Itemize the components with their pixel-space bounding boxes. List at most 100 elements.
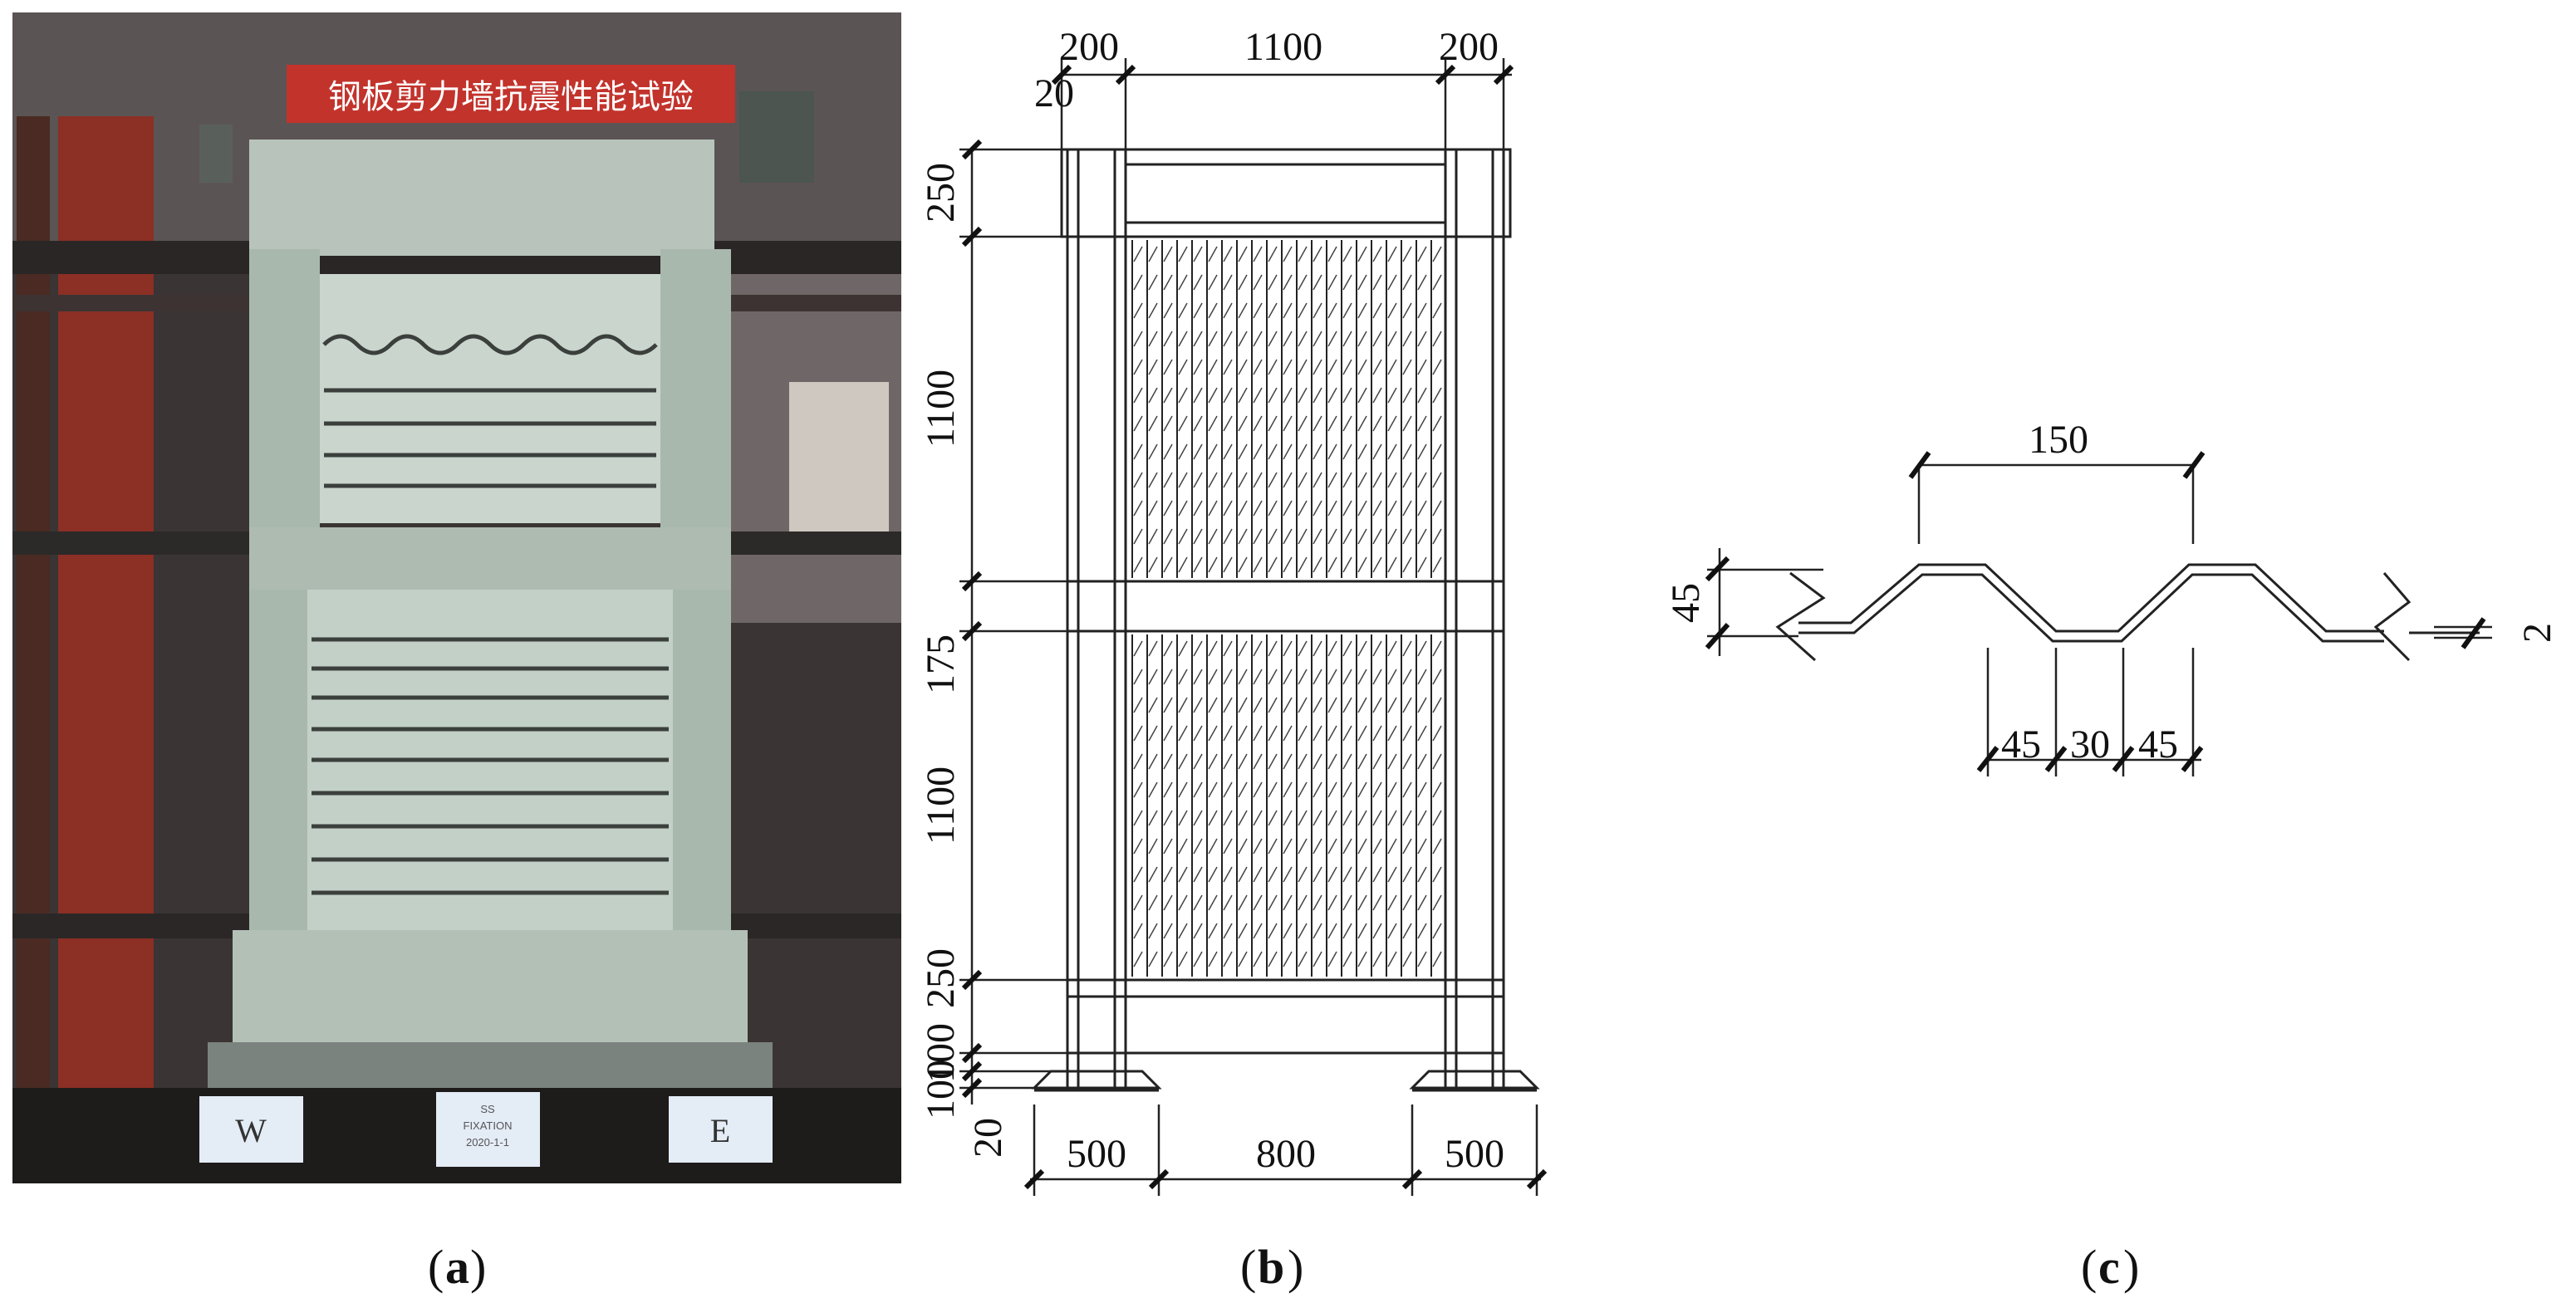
corrugation-hatch bbox=[1387, 331, 1397, 347]
corrugation-hatch bbox=[1238, 753, 1248, 770]
corrugation-hatch bbox=[1283, 387, 1293, 404]
corrugation-hatch bbox=[1148, 274, 1158, 291]
corrugation-hatch bbox=[1342, 443, 1352, 460]
corrugation-hatch bbox=[1163, 923, 1173, 939]
corrugation-hatch bbox=[1133, 838, 1143, 855]
corrugation-hatch bbox=[1402, 528, 1412, 545]
corrugation-hatch bbox=[1313, 669, 1322, 685]
corrugation-hatch bbox=[1372, 810, 1382, 826]
corrugation-hatch bbox=[1402, 866, 1412, 883]
corrugation-hatch bbox=[1372, 923, 1382, 939]
corrugation-hatch bbox=[1223, 894, 1233, 911]
corrugation-hatch bbox=[1253, 781, 1263, 798]
corrugation-hatch bbox=[1238, 725, 1248, 742]
corrugation-hatch bbox=[1148, 866, 1158, 883]
corrugation-hatch bbox=[1253, 669, 1263, 685]
corrugation-hatch bbox=[1313, 500, 1322, 517]
corrugation-hatch bbox=[1163, 500, 1173, 517]
corrugation-hatch bbox=[1357, 387, 1367, 404]
corrugation-hatch bbox=[1133, 443, 1143, 460]
corrugation-hatch bbox=[1163, 331, 1173, 347]
corrugation-hatch bbox=[1342, 753, 1352, 770]
corrugation-hatch bbox=[1268, 387, 1278, 404]
corrugation-hatch bbox=[1327, 387, 1337, 404]
dim-bottom-800: 800 bbox=[1256, 1132, 1316, 1176]
corrugation-hatch bbox=[1193, 528, 1203, 545]
corrugation-hatch bbox=[1327, 923, 1337, 939]
corrugation-hatch bbox=[1148, 472, 1158, 488]
corrugation-hatch bbox=[1193, 866, 1203, 883]
corrugation-hatch bbox=[1193, 246, 1203, 262]
corrugation-hatch bbox=[1283, 697, 1293, 713]
corrugation-hatch bbox=[1298, 472, 1308, 488]
corrugation-hatch bbox=[1163, 274, 1173, 291]
corrugation-hatch bbox=[1283, 302, 1293, 319]
corrugation-hatch bbox=[1387, 640, 1397, 657]
corrugation-hatch bbox=[1178, 246, 1188, 262]
corrugation-hatch bbox=[1432, 556, 1442, 573]
corrugation-hatch bbox=[1372, 866, 1382, 883]
corrugation-hatch bbox=[1268, 415, 1278, 432]
corrugation-hatch bbox=[1133, 528, 1143, 545]
corrugation-hatch bbox=[1357, 528, 1367, 545]
corrugation-hatch bbox=[1223, 838, 1233, 855]
corrugation-hatch bbox=[1387, 753, 1397, 770]
corrugation-hatch bbox=[1133, 556, 1143, 573]
panel-a-photo: 钢板剪力墙抗震性能试验 bbox=[12, 12, 901, 1183]
corrugation-hatch bbox=[1238, 697, 1248, 713]
corrugation-hatch bbox=[1163, 640, 1173, 657]
label-w: W bbox=[235, 1112, 267, 1149]
corrugation-hatch bbox=[1238, 556, 1248, 573]
corrugation-hatch bbox=[1193, 697, 1203, 713]
corrugation-hatch bbox=[1327, 669, 1337, 685]
dim-left-1100-bottom: 1100 bbox=[919, 767, 963, 845]
corrugation-hatch bbox=[1178, 866, 1188, 883]
corrugation-hatch bbox=[1417, 951, 1427, 967]
corrugation-hatch bbox=[1432, 669, 1442, 685]
corrugation-hatch bbox=[1148, 923, 1158, 939]
corrugation-hatch bbox=[1148, 781, 1158, 798]
corrugation-hatch bbox=[1283, 669, 1293, 685]
corrugation-hatch bbox=[1372, 838, 1382, 855]
corrugation-hatch bbox=[1163, 697, 1173, 713]
corrugation-hatch bbox=[1178, 359, 1188, 375]
corrugation-hatch bbox=[1268, 697, 1278, 713]
corrugation-hatch bbox=[1327, 866, 1337, 883]
corrugation-hatch bbox=[1148, 387, 1158, 404]
corrugation-hatch bbox=[1387, 500, 1397, 517]
corrugation-hatch bbox=[1193, 923, 1203, 939]
dim-height-45: 45 bbox=[1664, 583, 1708, 623]
corrugation-hatch bbox=[1268, 810, 1278, 826]
corrugation-hatch bbox=[1133, 753, 1143, 770]
corrugation-hatch bbox=[1208, 472, 1218, 488]
corrugation-hatch bbox=[1432, 528, 1442, 545]
corrugation-hatch bbox=[1208, 359, 1218, 375]
corrugation-hatch bbox=[1178, 669, 1188, 685]
corrugation-hatch bbox=[1208, 274, 1218, 291]
panel-c-dimensions bbox=[1707, 463, 2492, 776]
corrugation-hatch bbox=[1148, 331, 1158, 347]
corrugation-hatch bbox=[1298, 443, 1308, 460]
corrugation-hatch bbox=[1133, 810, 1143, 826]
corrugation-hatch bbox=[1387, 415, 1397, 432]
corrugation-hatch bbox=[1223, 866, 1233, 883]
corrugation-hatch bbox=[1372, 894, 1382, 911]
corrugation-hatch bbox=[1402, 810, 1412, 826]
corrugation-hatch bbox=[1253, 274, 1263, 291]
corrugation-hatch bbox=[1298, 866, 1308, 883]
corrugation-hatch bbox=[1163, 781, 1173, 798]
corrugation-hatch bbox=[1342, 472, 1352, 488]
corrugation-hatch bbox=[1133, 725, 1143, 742]
corrugation-hatch bbox=[1133, 640, 1143, 657]
corrugation-hatch bbox=[1402, 359, 1412, 375]
corrugation-hatch bbox=[1193, 500, 1203, 517]
corrugation-hatch bbox=[1402, 669, 1412, 685]
corrugation-hatch bbox=[1223, 810, 1233, 826]
corrugation-hatch bbox=[1223, 246, 1233, 262]
corrugation-hatch bbox=[1208, 810, 1218, 826]
corrugation-hatch bbox=[1387, 951, 1397, 967]
corrugation-hatch bbox=[1372, 781, 1382, 798]
corrugation-hatch bbox=[1313, 697, 1322, 713]
caption-b-letter: b bbox=[1258, 1240, 1284, 1294]
corrugation-hatch bbox=[1417, 359, 1427, 375]
